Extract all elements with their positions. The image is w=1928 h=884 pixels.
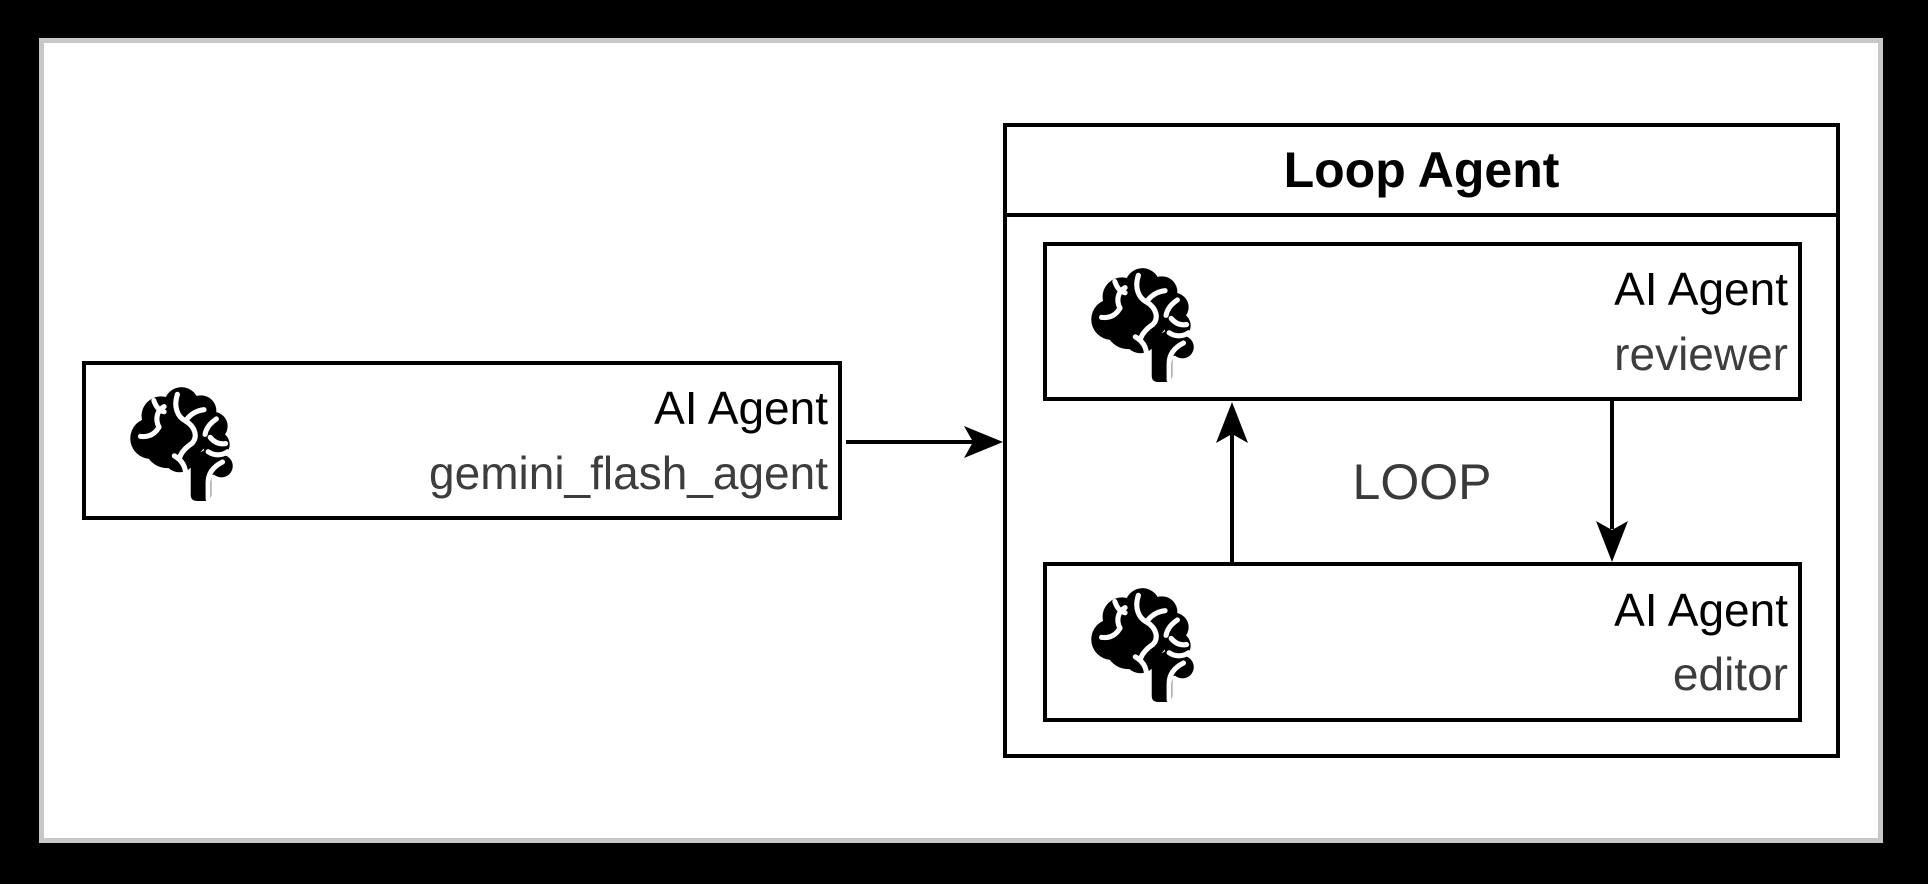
node-subtitle: reviewer [1614,327,1788,380]
loop-label: LOOP [1352,454,1492,510]
loop-agent-title: Loop Agent [1007,127,1836,217]
arrow-down-connector [1596,401,1628,562]
node-reviewer: AI Agent reviewer [1043,242,1802,401]
node-gemini-flash-agent: AI Agent gemini_flash_agent [82,361,842,520]
brain-icon [1081,260,1204,385]
node-editor: AI Agent editor [1043,562,1802,722]
node-subtitle: gemini_flash_agent [429,446,828,499]
loop-agent-group: Loop Agent AI Agent reviewer AI Agent ed… [1003,123,1840,758]
brain-icon [1081,580,1204,705]
node-subtitle: editor [1672,648,1788,700]
brain-icon [120,379,243,504]
node-title: AI Agent [1614,583,1788,636]
arrow-right-connector [846,426,1003,458]
node-title: AI Agent [654,382,828,435]
node-title: AI Agent [1614,263,1788,316]
arrow-up-connector [1216,402,1248,562]
